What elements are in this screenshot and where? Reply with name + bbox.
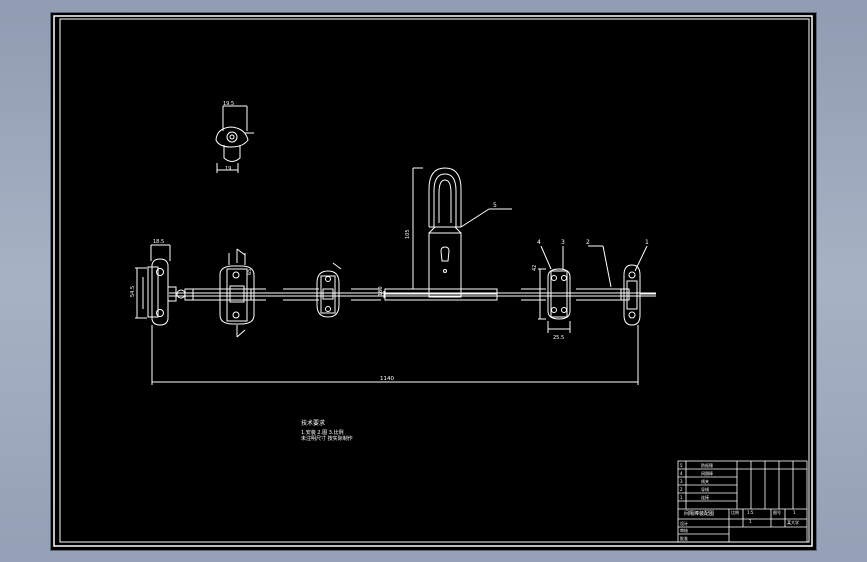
balloon-5: 5 <box>493 202 497 209</box>
balloon-2: 2 <box>586 239 590 246</box>
checker-label: 审核 <box>680 527 688 533</box>
company-name: 某大学 <box>787 519 799 525</box>
top-view <box>215 105 254 173</box>
left-end-clamp <box>135 244 194 326</box>
overall-length: 1140 <box>380 376 394 382</box>
left-spacer <box>219 248 255 338</box>
middle-clip <box>316 262 342 318</box>
part-no-5: 5 <box>680 463 683 468</box>
approver-label: 批准 <box>680 535 688 541</box>
inner-frame <box>59 18 810 543</box>
sheet-label: 图号 <box>773 509 781 515</box>
outer-frame <box>53 15 813 547</box>
bracket-width: 25.5 <box>553 335 564 341</box>
balloon-1: 1 <box>645 239 649 246</box>
part-name-4: 间隔棒 <box>701 470 713 476</box>
part-no-1: 1 <box>680 495 683 500</box>
part-name-2: 导线 <box>701 486 709 492</box>
part-name-5: 防振锤 <box>701 462 713 468</box>
cad-drawing: 19.5 19 18.5 54.5 <box>53 15 813 547</box>
sheet-value: 1 <box>793 510 796 515</box>
yoke-height: 105 <box>405 229 411 239</box>
top-view-width: 19.5 <box>223 101 234 107</box>
part-name-1: 连接 <box>701 494 709 500</box>
drawing-viewport[interactable]: 19.5 19 18.5 54.5 <box>51 13 816 550</box>
title-block <box>677 460 808 543</box>
right-end-clamp <box>620 264 656 326</box>
qty-value: 1 <box>749 519 752 524</box>
left-clamp-height: 54.5 <box>130 286 136 297</box>
right-bracket <box>538 268 571 333</box>
notes-heading: 技术要求 <box>301 419 325 427</box>
part-no-3: 3 <box>680 479 683 484</box>
bracket-height: 42 <box>532 265 538 271</box>
leader-lines <box>540 245 648 288</box>
scale-value: 1:5 <box>747 510 754 515</box>
balloon-4: 4 <box>537 239 541 246</box>
left-clamp-width: 18.5 <box>153 239 164 245</box>
center-yoke <box>383 167 512 301</box>
notes-line-1: 1.安装 2.图 3.比例 <box>301 429 344 436</box>
part-no-2: 2 <box>680 487 683 492</box>
part-name-3: 线夹 <box>701 478 709 484</box>
drawing-name: 间隔棒装配图 <box>684 510 714 517</box>
notes-line-2: 未注明尺寸 按实际制作 <box>301 435 353 442</box>
designer-label: 设计 <box>680 520 688 526</box>
top-view-height: 19 <box>225 166 231 172</box>
overall-dimension <box>151 325 639 385</box>
scale-label: 比例 <box>731 509 739 515</box>
part-no-4: 4 <box>680 471 683 476</box>
yoke-gap: 180 <box>378 286 384 296</box>
balloon-3: 3 <box>561 239 565 246</box>
clip-height: 65 <box>247 269 253 275</box>
